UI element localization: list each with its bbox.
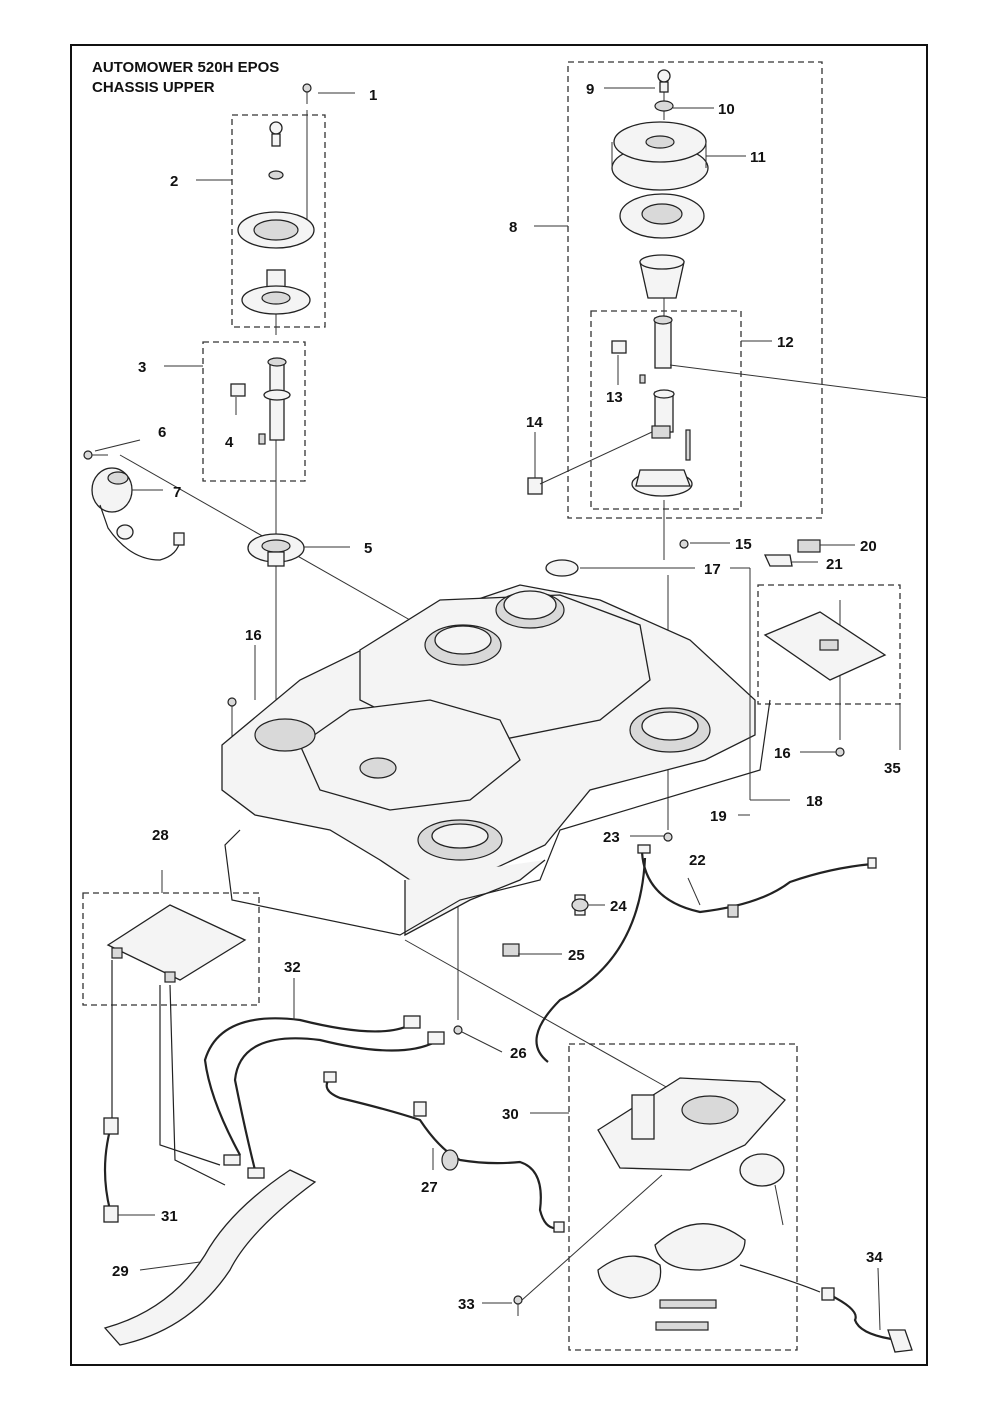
callout-18: 18: [806, 793, 823, 810]
part-24-clip: [571, 894, 589, 916]
part-11-cover: [611, 121, 709, 191]
part-14-clip: [527, 477, 543, 495]
callout-19: 19: [710, 808, 727, 825]
part-13-block: [611, 340, 646, 384]
callout-26: 26: [510, 1045, 527, 1062]
part-4-block: [230, 383, 266, 445]
callout-29: 29: [112, 1263, 129, 1280]
group-box-30: [568, 1043, 798, 1351]
part-31-cable: [103, 960, 119, 1223]
callout-2: 2: [170, 173, 178, 190]
part-17-label: [545, 559, 579, 577]
part-29-ribbon: [103, 1169, 317, 1346]
part-15-screw: [679, 539, 689, 549]
callout-20: 20: [860, 538, 877, 555]
callout-12: 12: [777, 334, 794, 351]
part-1-screw: [302, 83, 312, 104]
part-9-ball-stud: [657, 69, 671, 93]
callout-33: 33: [458, 1296, 475, 1313]
callout-11: 11: [750, 149, 766, 166]
part-23-screw: [663, 832, 673, 842]
part-27-cable: [323, 1071, 565, 1233]
callout-34: 34: [866, 1249, 883, 1266]
leader-lines: [94, 87, 901, 1331]
callouts: 1 2 3 4 5 6 7 8 9 10 11 12 13 14 15 16 1…: [112, 81, 901, 1313]
part-16-screw-right: [835, 747, 845, 757]
callout-23: 23: [603, 829, 620, 846]
callout-15: 15: [735, 536, 752, 553]
part-18-seal: [224, 699, 771, 936]
group-box-8: [567, 61, 823, 519]
part-10-washer: [654, 100, 674, 112]
part-8-assembly-body: [619, 193, 705, 299]
group-box-3: [202, 341, 306, 482]
callout-32: 32: [284, 959, 301, 976]
part-6-screw: [83, 450, 108, 460]
part-30-assembly: [597, 1077, 786, 1331]
part-21-clip: [763, 554, 793, 567]
callout-8: 8: [509, 219, 517, 236]
callout-13: 13: [606, 389, 623, 406]
callout-35: 35: [884, 760, 901, 777]
callout-14: 14: [526, 414, 543, 431]
callout-9: 9: [586, 81, 594, 98]
callout-5: 5: [364, 540, 372, 557]
part-2-assembly: [237, 121, 315, 315]
part-5-grommet: [247, 533, 305, 567]
callout-27: 27: [421, 1179, 438, 1196]
callout-28: 28: [152, 827, 169, 844]
part-35-board: [763, 611, 887, 681]
callout-30: 30: [502, 1106, 519, 1123]
callout-24: 24: [610, 898, 627, 915]
part-32-cables: [159, 984, 445, 1186]
callout-6: 6: [158, 424, 166, 441]
callout-17: 17: [704, 561, 721, 578]
group-box-2: [231, 114, 326, 328]
part-26-screw: [453, 1025, 463, 1035]
callout-21: 21: [826, 556, 843, 573]
upper-chassis-body: [221, 584, 756, 937]
callout-22: 22: [689, 852, 706, 869]
title-line-2: CHASSIS UPPER: [92, 79, 215, 96]
part-33-screw: [513, 1295, 523, 1316]
part-16-screw-left: [227, 697, 237, 707]
title-line-1: AUTOMOWER 520H EPOS: [92, 59, 279, 76]
part-7-sensor: [91, 467, 185, 561]
callout-16-right: 16: [774, 745, 791, 762]
callout-16-left: 16: [245, 627, 262, 644]
callout-10: 10: [718, 101, 735, 118]
part-22-cable: [535, 844, 877, 1063]
part-3-shaft: [263, 357, 291, 441]
callout-25: 25: [568, 947, 585, 964]
group-box-35: [757, 584, 901, 705]
callout-31: 31: [161, 1208, 178, 1225]
group-box-12: [590, 310, 742, 510]
callout-4: 4: [225, 434, 234, 451]
callout-1: 1: [369, 87, 377, 104]
group-boxes: [82, 61, 901, 1351]
callout-7: 7: [173, 484, 181, 501]
drawing-frame: [70, 44, 928, 1366]
part-20-pad: [797, 539, 821, 553]
part-25-pad: [502, 943, 520, 957]
part-12-assembly: [631, 315, 929, 497]
part-34-cable: [739, 1264, 913, 1353]
callout-3: 3: [138, 359, 146, 376]
part-28-board: [106, 904, 247, 983]
